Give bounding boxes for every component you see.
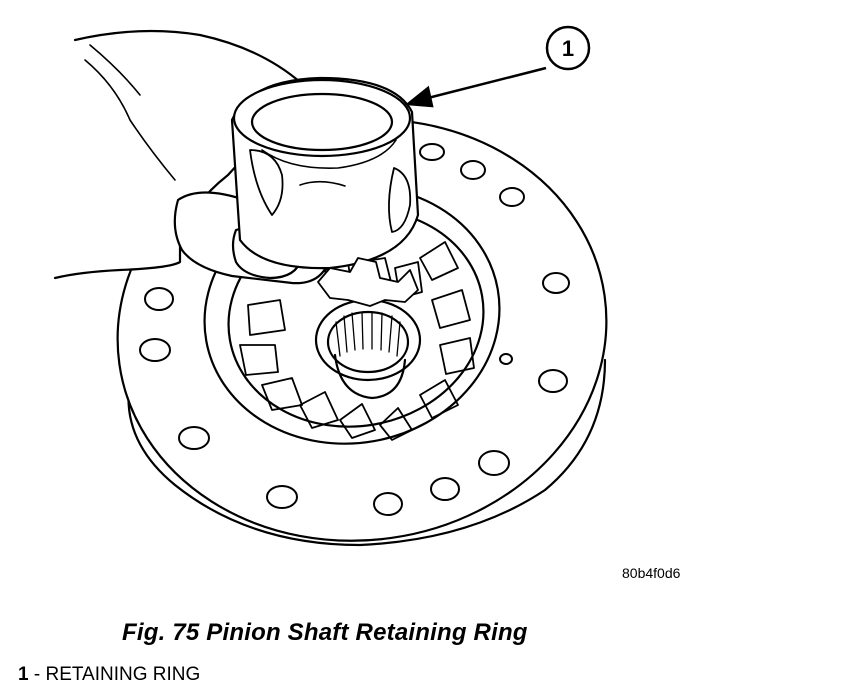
callout-number: 1: [562, 36, 574, 61]
flange-bolt-holes: [139, 143, 570, 516]
callout-circle: [545, 25, 591, 71]
figure-caption: Fig. 75 Pinion Shaft Retaining Ring: [122, 619, 528, 646]
legend-label: RETAINING RING: [45, 664, 201, 685]
legend-item: 1 - RETAINING RING: [18, 664, 200, 686]
retaining-ring: [230, 76, 420, 270]
spline-bore: [326, 310, 410, 374]
image-code: 80b4f0d6: [622, 565, 681, 581]
callout-leader: [404, 66, 547, 108]
pinion-gear: [317, 257, 419, 307]
differential-case-illustration: 1: [53, 25, 608, 547]
bore-inner-wall: [333, 353, 407, 400]
spline-lines: [335, 311, 401, 357]
legend-number: 1: [18, 664, 29, 685]
legend-separator: -: [28, 664, 46, 685]
